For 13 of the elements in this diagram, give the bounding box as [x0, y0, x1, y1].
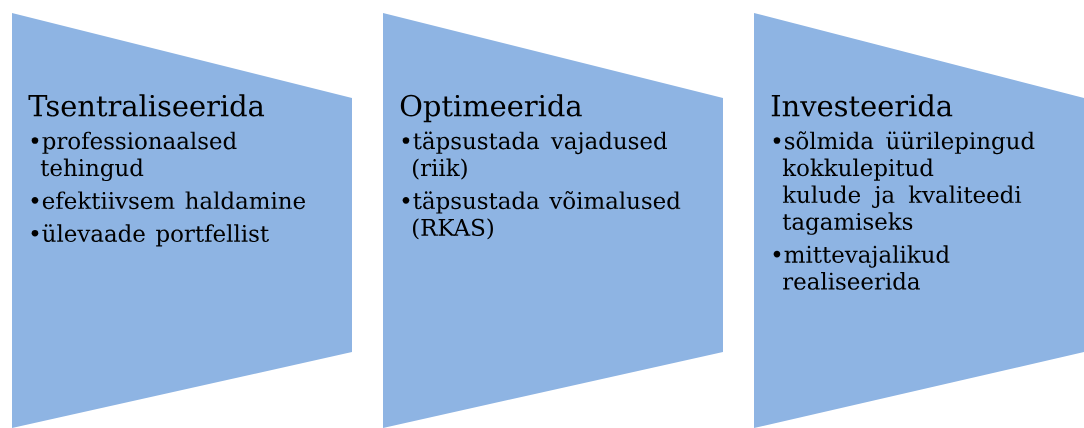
step-shape: [383, 13, 723, 428]
bullet-item: •täpsustada vajadused (riik): [402, 131, 667, 180]
bullet-item: •sõlmida üürilepingud kokkulepitud kulude ja kvaliteedi tagamiseks: [773, 131, 1035, 235]
step-heading: Tsentraliseerida: [28, 94, 265, 117]
step-heading: Investeerida: [771, 94, 953, 117]
bullet-item: •ülevaade portfellist: [31, 224, 269, 247]
step-shape: [12, 13, 352, 428]
bullet-item: •täpsustada võimalused (RKAS): [402, 191, 681, 240]
bullet-item: •mittevajalikud realiseerida: [773, 245, 950, 290]
step-heading: Optimeerida: [400, 94, 582, 123]
step-shape: [754, 13, 1084, 428]
bullet-item: •professionaalsed tehingud: [31, 131, 237, 182]
bullet-item: •efektiivsem haldamine: [31, 191, 305, 210]
